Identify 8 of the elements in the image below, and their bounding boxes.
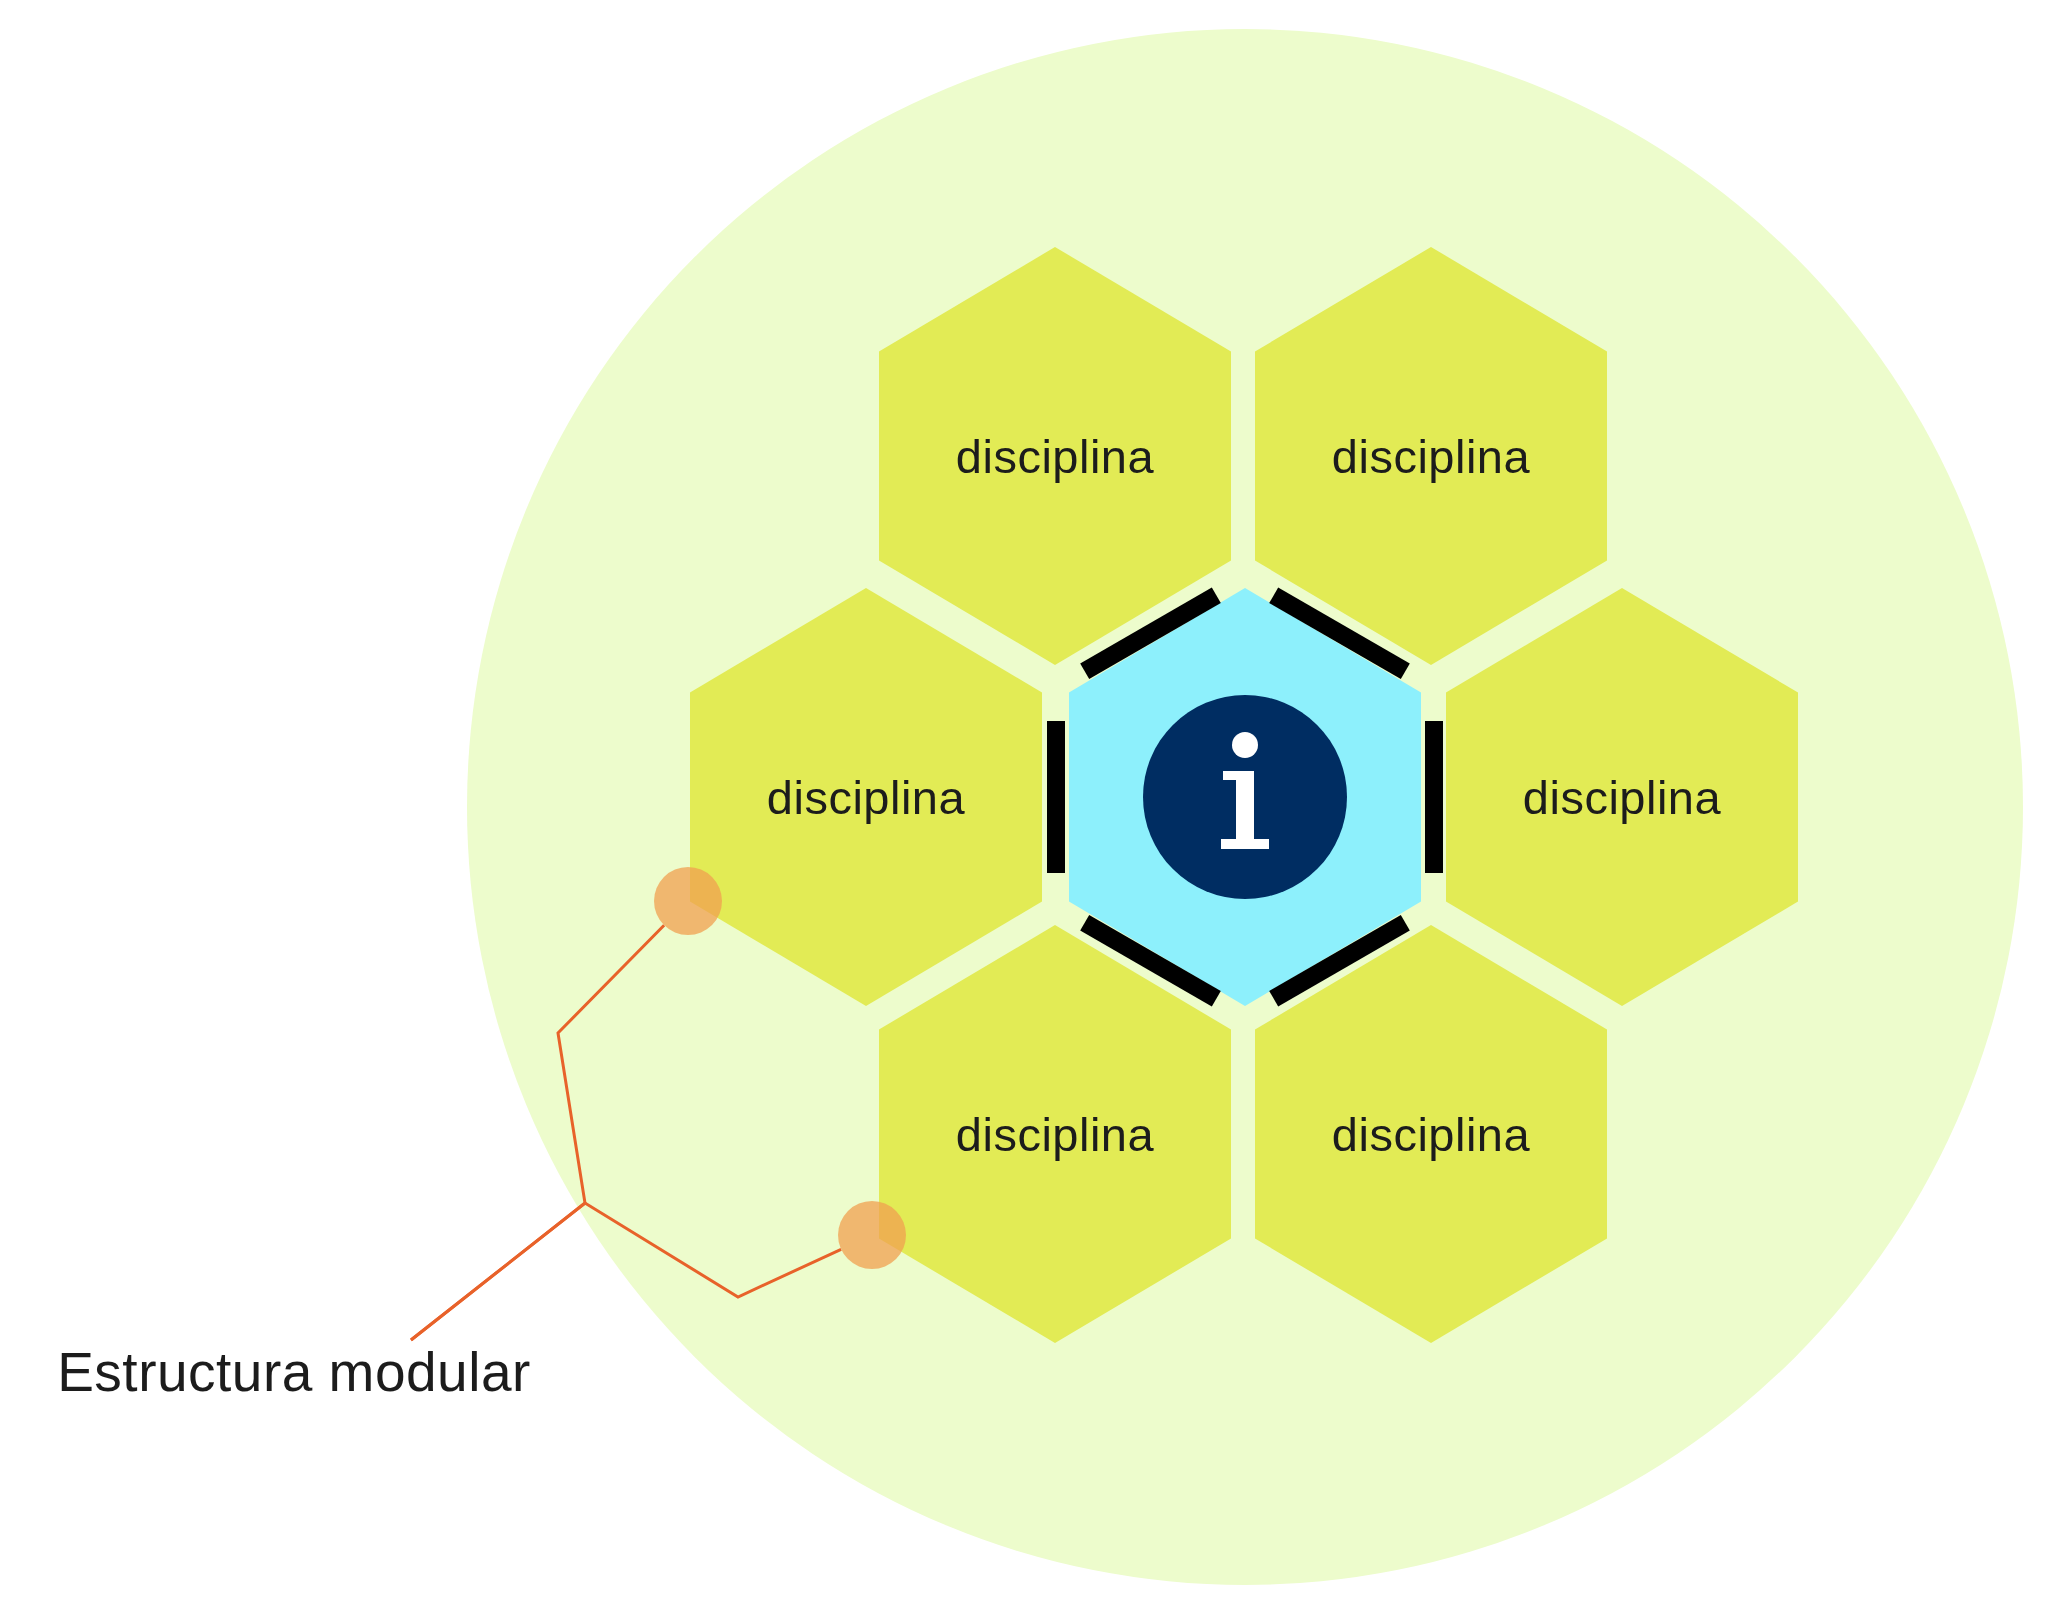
hexagon-label: disciplina (1522, 769, 1722, 825)
leader-line (410, 1201, 842, 1342)
hexagon-label: disciplina (955, 1106, 1155, 1162)
hexagon-label: disciplina (1331, 1106, 1531, 1162)
hexagon-label: disciplina (766, 769, 966, 825)
hexagon-label: disciplina (1331, 428, 1531, 484)
hexagon-label: disciplina (955, 428, 1155, 484)
callout-label: Estructura modular (57, 1340, 531, 1404)
